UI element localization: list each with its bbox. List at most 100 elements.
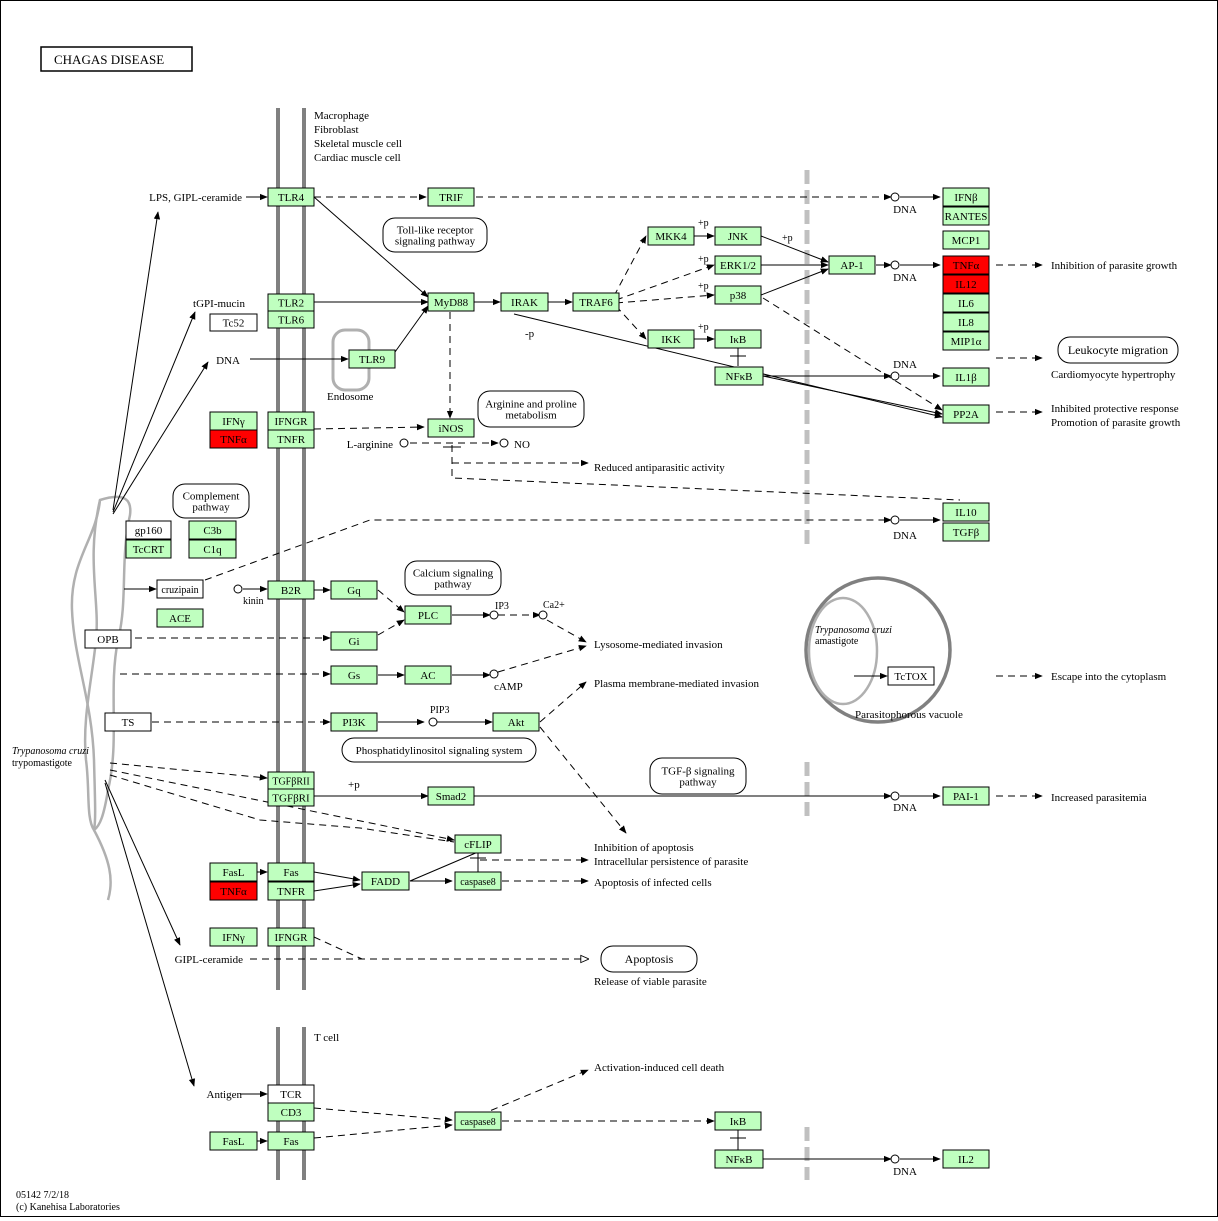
gene-box[interactable] [714, 329, 762, 349]
gene-opb[interactable]: OPB [84, 629, 132, 649]
gene-b2r[interactable]: B2R [267, 580, 315, 600]
gene-c3b[interactable]: C3b [188, 520, 237, 540]
gene-p38[interactable]: p38 [714, 285, 762, 305]
gene-box[interactable] [361, 871, 410, 891]
gene-tgf-rii[interactable]: TGFβRII [267, 771, 315, 790]
pathway-box[interactable] [382, 217, 488, 253]
gene-ifn[interactable]: IFNγ [209, 411, 258, 431]
gene-tlr6[interactable]: TLR6 [267, 310, 315, 329]
gene-pp2a[interactable]: PP2A [942, 404, 990, 424]
gene-il6[interactable]: IL6 [942, 293, 990, 313]
gene-box[interactable] [104, 712, 152, 732]
gene-ace[interactable]: ACE [156, 608, 204, 628]
gene-myd88[interactable]: MyD88 [427, 292, 475, 312]
gene-ikk[interactable]: IKK [647, 329, 695, 349]
pathway-box[interactable] [172, 483, 250, 519]
gene-jnk[interactable]: JNK [714, 226, 762, 246]
gene-ifngr[interactable]: IFNGR [267, 411, 315, 431]
gene-tgf-ri[interactable]: TGFβRI [267, 788, 315, 807]
gene-tnf[interactable]: TNFα [209, 429, 258, 449]
gene-ts[interactable]: TS [104, 712, 152, 732]
gene-box[interactable] [330, 712, 378, 732]
gene-box[interactable] [942, 786, 990, 806]
gene-cflip[interactable]: cFLIP [454, 834, 502, 854]
gene-box[interactable] [714, 366, 764, 386]
gene-box[interactable] [942, 1149, 990, 1169]
gene-box[interactable] [427, 418, 475, 438]
gene-box[interactable] [84, 629, 132, 649]
gene-fas[interactable]: Fas [267, 862, 315, 882]
gene-i-b[interactable]: IκB [714, 1111, 762, 1131]
gene-akt[interactable]: Akt [492, 712, 540, 732]
pathway-link-phosphatidylinositol-signaling-system[interactable]: Phosphatidylinositol signaling system [341, 737, 537, 763]
gene-box[interactable] [714, 226, 762, 246]
gene-nf-b[interactable]: NFκB [714, 1149, 764, 1169]
gene-il8[interactable]: IL8 [942, 312, 990, 332]
gene-box[interactable] [427, 292, 475, 312]
gene-tlr2[interactable]: TLR2 [267, 293, 315, 312]
gene-il2[interactable]: IL2 [942, 1149, 990, 1169]
gene-box[interactable] [267, 429, 315, 449]
gene-fas[interactable]: Fas [267, 1131, 315, 1151]
gene-box[interactable] [427, 786, 475, 806]
gene-pi3k[interactable]: PI3K [330, 712, 378, 732]
gene-rantes[interactable]: RANTES [942, 206, 990, 226]
gene-box[interactable] [125, 539, 172, 559]
gene-box[interactable] [942, 293, 990, 313]
gene-box[interactable] [209, 881, 258, 901]
gene-irak[interactable]: IRAK [500, 292, 549, 312]
gene-box[interactable] [572, 292, 620, 312]
pathway-box[interactable] [1057, 336, 1179, 364]
gene-gp160[interactable]: gp160 [125, 520, 172, 540]
gene-tnfr[interactable]: TNFR [267, 881, 315, 901]
gene-box[interactable] [267, 1102, 315, 1122]
gene-box[interactable] [942, 255, 990, 275]
gene-il1[interactable]: IL1β [942, 367, 990, 387]
gene-tc52[interactable]: Tc52 [209, 313, 258, 332]
gene-box[interactable] [330, 665, 378, 685]
gene-box[interactable] [454, 1111, 502, 1131]
gene-tlr4[interactable]: TLR4 [267, 187, 315, 207]
gene-box[interactable] [828, 255, 876, 275]
gene-tnf[interactable]: TNFα [209, 881, 258, 901]
gene-box[interactable] [267, 187, 315, 207]
gene-erk1-2[interactable]: ERK1/2 [714, 255, 762, 275]
gene-fasl[interactable]: FasL [209, 1131, 258, 1151]
gene-ifngr[interactable]: IFNGR [267, 927, 315, 947]
gene-box[interactable] [427, 187, 475, 207]
pathway-box[interactable] [477, 390, 585, 428]
gene-box[interactable] [942, 187, 990, 207]
gene-box[interactable] [942, 502, 990, 522]
gene-gi[interactable]: Gi [330, 631, 378, 651]
gene-fadd[interactable]: FADD [361, 871, 410, 891]
gene-plc[interactable]: PLC [404, 605, 452, 625]
pathway-link-apoptosis[interactable]: Apoptosis [600, 945, 698, 973]
gene-box[interactable] [714, 285, 762, 305]
gene-box[interactable] [714, 255, 762, 275]
gene-gq[interactable]: Gq [330, 580, 378, 600]
gene-box[interactable] [267, 580, 315, 600]
gene-ap-1[interactable]: AP-1 [828, 255, 876, 275]
gene-box[interactable] [942, 274, 990, 294]
gene-box[interactable] [714, 1149, 764, 1169]
gene-box[interactable] [267, 881, 315, 901]
gene-c1q[interactable]: C1q [188, 539, 237, 559]
gene-box[interactable] [267, 788, 315, 807]
gene-mcp1[interactable]: MCP1 [942, 230, 990, 250]
gene-box[interactable] [125, 520, 172, 540]
gene-box[interactable] [887, 666, 935, 686]
pathway-link-leukocyte-migration[interactable]: Leukocyte migration [1057, 336, 1179, 364]
pathway-box[interactable] [649, 757, 747, 795]
gene-box[interactable] [209, 313, 258, 332]
gene-box[interactable] [267, 862, 315, 882]
gene-ac[interactable]: AC [404, 665, 452, 685]
pathway-box[interactable] [341, 737, 537, 763]
gene-box[interactable] [188, 539, 237, 559]
gene-i-b[interactable]: IκB [714, 329, 762, 349]
pathway-box[interactable] [600, 945, 698, 973]
pathway-box[interactable] [404, 560, 502, 596]
